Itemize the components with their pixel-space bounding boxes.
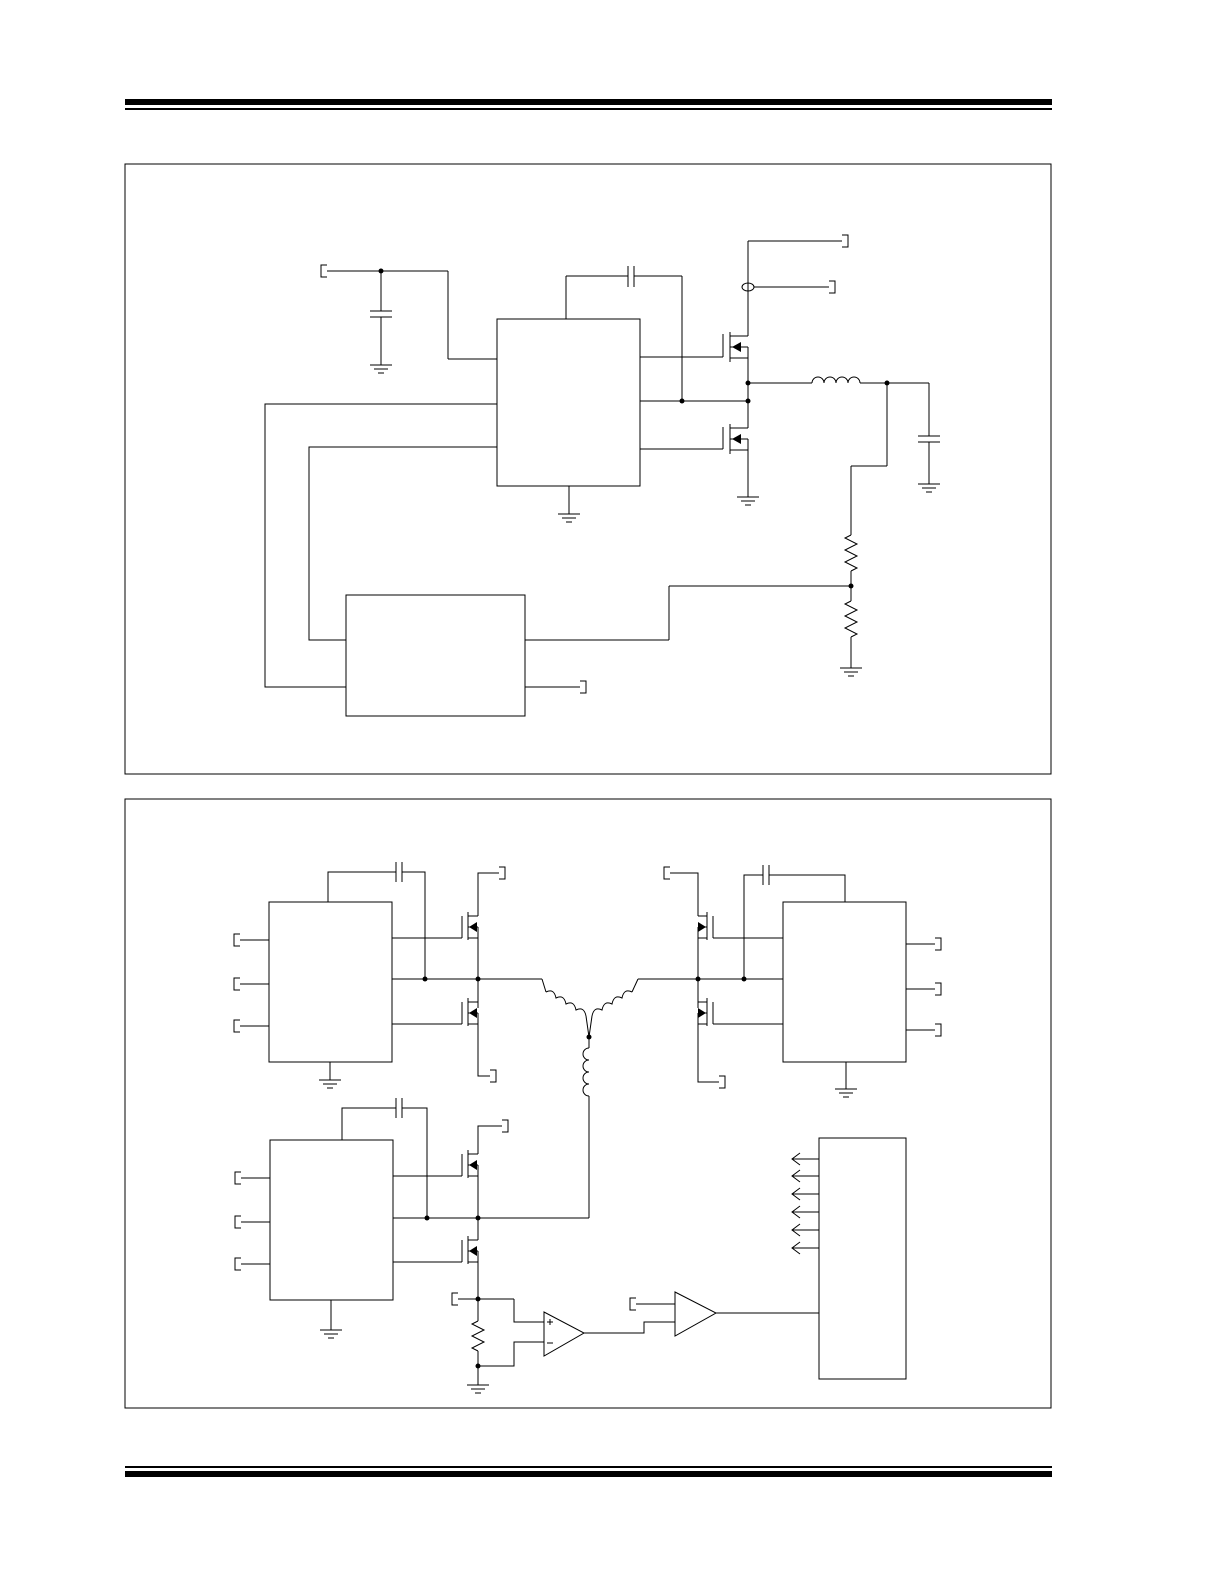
- mosfet-c-low: [461, 1236, 479, 1321]
- controller-block: [818, 1137, 907, 1380]
- output-inductor: [748, 376, 929, 384]
- mosfet-a-high: [461, 872, 499, 940]
- ground-symbol: [834, 1088, 858, 1098]
- return-port: [718, 1075, 726, 1089]
- motor-winding-b: [588, 978, 639, 1038]
- ground-symbol: [736, 496, 760, 506]
- bootstrap-capacitor-c: [341, 1098, 428, 1218]
- figure-top: [124, 163, 1052, 775]
- controller-outputs: [791, 1152, 819, 1255]
- header-rule: [125, 99, 1052, 110]
- controller-ic: [496, 318, 641, 487]
- supply-port: [841, 234, 849, 248]
- sense-port: [451, 1292, 459, 1306]
- figure-bottom: [124, 798, 1052, 1409]
- ground-symbol: [369, 364, 393, 374]
- reference-port: [629, 1297, 637, 1311]
- shunt-resistor: [470, 1320, 486, 1352]
- gate-driver-a: [268, 901, 393, 1063]
- return-port: [489, 1069, 497, 1083]
- divider-resistor-top: [843, 534, 859, 572]
- ground-symbol: [557, 513, 581, 523]
- bootstrap-capacitor-a: [327, 862, 426, 979]
- ground-symbol: [318, 1079, 342, 1089]
- ground-symbol: [839, 667, 863, 677]
- supply-port: [501, 1119, 509, 1133]
- output-port: [579, 680, 587, 694]
- current-sense-amplifier: [543, 1311, 586, 1357]
- output-capacitor: [918, 383, 940, 484]
- low-side-mosfet: [722, 424, 749, 497]
- gate-driver-c: [269, 1139, 394, 1301]
- figure-top-frame: [124, 163, 1052, 775]
- footer-rule: [125, 1466, 1052, 1477]
- gate-driver-b: [782, 901, 907, 1063]
- bootstrap-capacitor: [565, 266, 683, 401]
- input-capacitor: [370, 271, 392, 365]
- feedback-ic: [345, 594, 526, 717]
- mosfet-c-high: [461, 1125, 502, 1178]
- high-side-mosfet: [722, 241, 749, 383]
- ground-symbol: [466, 1384, 490, 1394]
- ground-symbol: [917, 483, 941, 493]
- sense-port: [828, 280, 836, 294]
- comparator: [674, 1291, 718, 1337]
- bootstrap-capacitor-b: [743, 865, 846, 979]
- driver-b-outputs: [906, 937, 942, 1037]
- motor-winding-a: [541, 978, 590, 1038]
- driver-c-inputs: [234, 1171, 270, 1271]
- ground-symbol: [319, 1329, 343, 1339]
- mosfet-b-low: [697, 998, 719, 1083]
- supply-port: [663, 866, 671, 880]
- divider-resistor-bottom: [843, 600, 859, 638]
- supply-port: [498, 866, 506, 880]
- motor-winding-c: [478, 1037, 590, 1219]
- input-port: [320, 264, 328, 278]
- driver-a-inputs: [233, 933, 269, 1033]
- figure-bottom-frame: [124, 798, 1052, 1409]
- mosfet-a-low: [461, 998, 490, 1077]
- mosfet-b-high: [670, 872, 714, 940]
